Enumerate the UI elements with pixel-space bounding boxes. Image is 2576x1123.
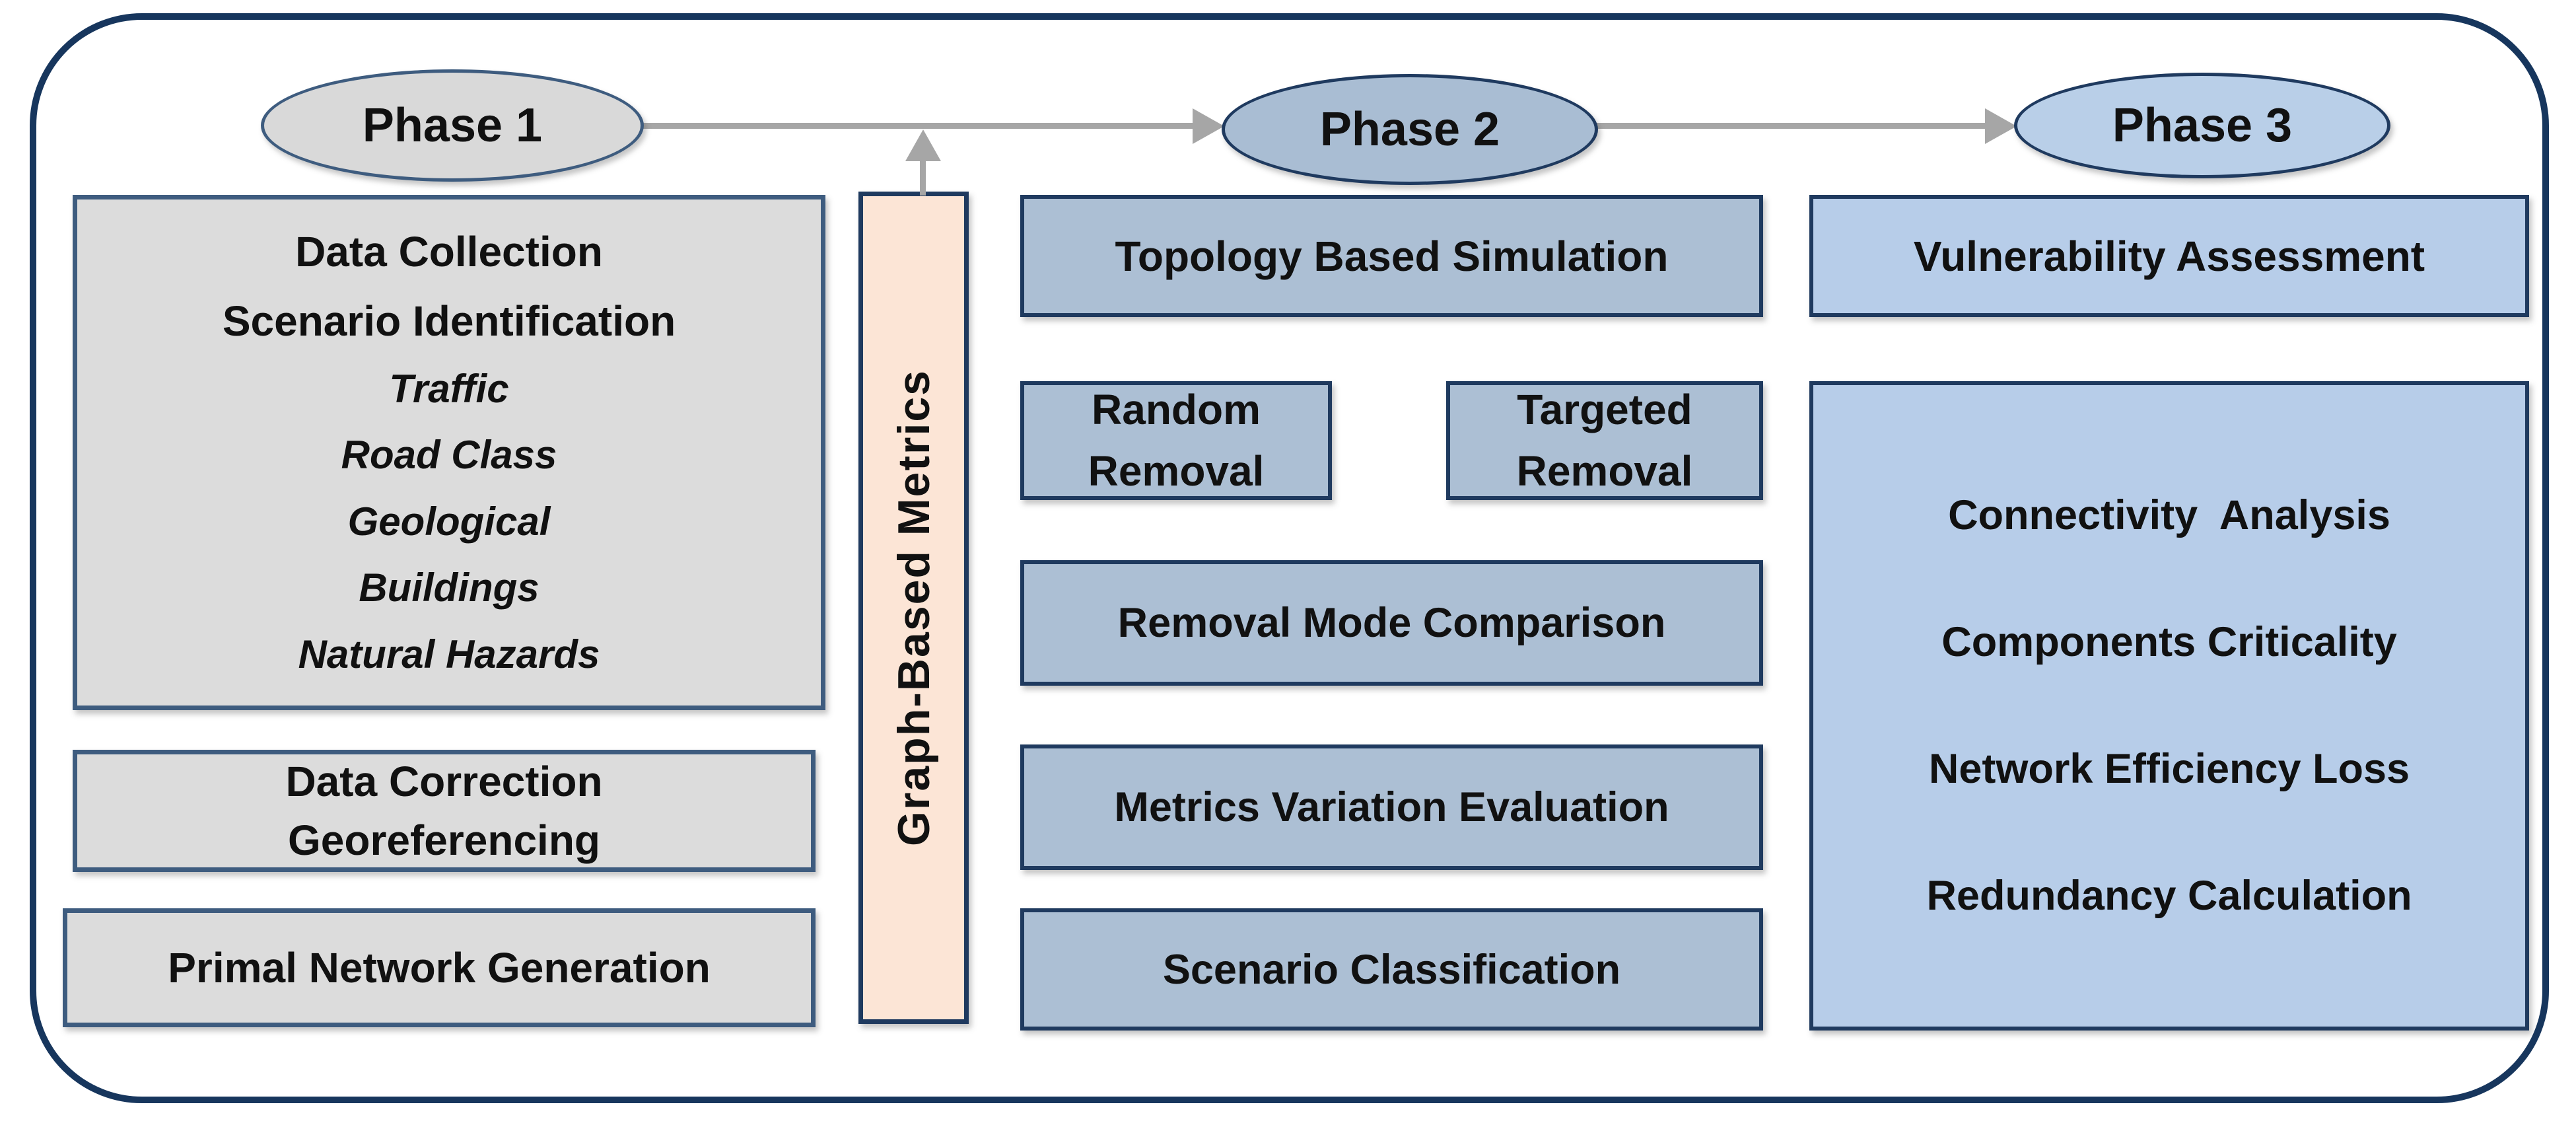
targeted-removal-box: Targeted Removal bbox=[1446, 381, 1763, 500]
road-class-line: Road Class bbox=[341, 433, 557, 478]
arrow-line-phase1-phase2 bbox=[641, 123, 1194, 129]
scenario-classification-box: Scenario Classification bbox=[1020, 908, 1763, 1031]
redundancy-calculation-line: Redundancy Calculation bbox=[1926, 872, 2412, 919]
graph-based-metrics-bar: Graph-Based Metrics bbox=[858, 192, 969, 1024]
components-criticality-line: Components Criticality bbox=[1941, 618, 2397, 665]
data-correction-box: Data Correction Georeferencing bbox=[73, 750, 816, 872]
geological-line: Geological bbox=[347, 499, 551, 544]
graph-based-metrics-label: Graph-Based Metrics bbox=[888, 369, 939, 846]
arrowhead-metrics-up bbox=[905, 129, 941, 161]
buildings-line: Buildings bbox=[359, 565, 540, 610]
removal-mode-comparison-label: Removal Mode Comparison bbox=[1117, 600, 1666, 646]
vulnerability-analysis-detail-box: Connectivity Analysis Components Critica… bbox=[1809, 381, 2529, 1031]
random-line: Random bbox=[1092, 385, 1261, 433]
vulnerability-assessment-box: Vulnerability Assessment bbox=[1809, 195, 2529, 317]
traffic-line: Traffic bbox=[389, 366, 509, 411]
metrics-variation-evaluation-box: Metrics Variation Evaluation bbox=[1020, 744, 1763, 870]
phase-1-ellipse: Phase 1 bbox=[261, 69, 644, 182]
vulnerability-assessment-label: Vulnerability Assessment bbox=[1913, 232, 2425, 280]
network-efficiency-loss-line: Network Efficiency Loss bbox=[1928, 745, 2410, 792]
data-correction-line: Data Correction bbox=[285, 758, 603, 806]
random-removal-line: Removal bbox=[1088, 447, 1265, 495]
random-removal-box: Random Removal bbox=[1020, 381, 1332, 500]
georeferencing-line: Georeferencing bbox=[287, 816, 601, 864]
scenario-identification-line: Scenario Identification bbox=[222, 297, 676, 345]
topology-based-simulation-label: Topology Based Simulation bbox=[1115, 232, 1669, 280]
phase-2-ellipse: Phase 2 bbox=[1222, 74, 1598, 185]
phase-1-label: Phase 1 bbox=[362, 99, 543, 152]
phase-3-ellipse: Phase 3 bbox=[2014, 73, 2390, 178]
natural-hazards-line: Natural Hazards bbox=[298, 632, 600, 676]
arrowhead-phase2-phase3 bbox=[1985, 108, 2017, 144]
targeted-removal-line: Removal bbox=[1516, 447, 1693, 495]
arrow-line-metrics-up bbox=[920, 157, 926, 196]
data-collection-line: Data Collection bbox=[295, 228, 603, 276]
primal-network-generation-box: Primal Network Generation bbox=[63, 908, 816, 1027]
arrowhead-phase1-phase2 bbox=[1193, 108, 1224, 144]
targeted-line: Targeted bbox=[1517, 385, 1692, 433]
topology-based-simulation-box: Topology Based Simulation bbox=[1020, 195, 1763, 317]
scenario-classification-label: Scenario Classification bbox=[1162, 946, 1621, 993]
phase-3-label: Phase 3 bbox=[2112, 99, 2293, 152]
removal-mode-comparison-box: Removal Mode Comparison bbox=[1020, 560, 1763, 686]
arrow-line-phase2-phase3 bbox=[1595, 123, 1988, 129]
data-collection-box: Data Collection Scenario Identification … bbox=[73, 195, 825, 710]
phase-2-label: Phase 2 bbox=[1319, 103, 1500, 156]
metrics-variation-evaluation-label: Metrics Variation Evaluation bbox=[1114, 784, 1669, 830]
primal-network-generation-label: Primal Network Generation bbox=[168, 944, 711, 992]
connectivity-analysis-line: Connectivity Analysis bbox=[1948, 491, 2390, 538]
